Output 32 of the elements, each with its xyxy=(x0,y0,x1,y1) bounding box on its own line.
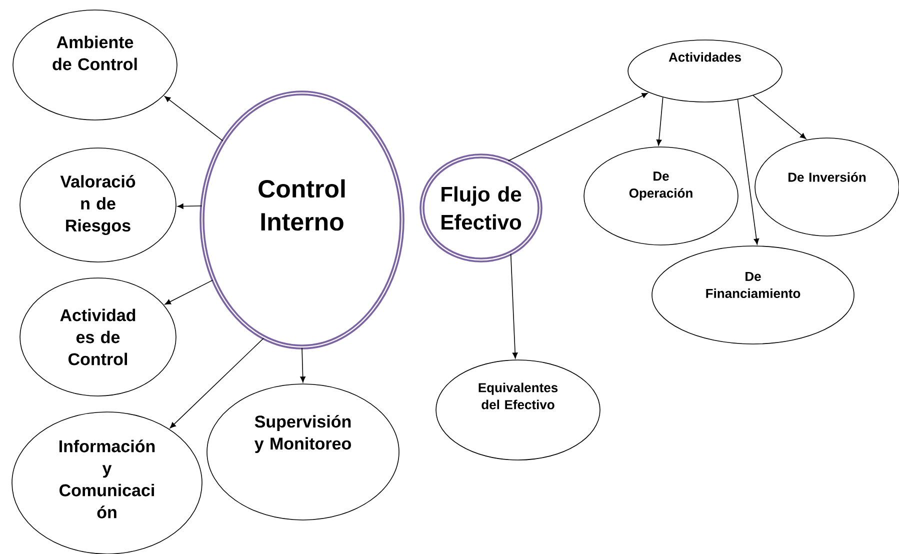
arrow xyxy=(510,253,518,359)
node-label: De Operación xyxy=(629,172,692,200)
ellipse xyxy=(652,246,854,344)
ellipse xyxy=(12,10,178,120)
ellipse xyxy=(436,360,600,460)
ellipse xyxy=(20,148,176,262)
arrow xyxy=(656,96,664,146)
node-label: Control Interno xyxy=(258,179,345,231)
ellipse xyxy=(584,146,738,246)
node-label: Valoració n de Riesgos xyxy=(60,174,136,236)
arrow xyxy=(752,95,806,140)
node-label: Actividades xyxy=(668,52,741,62)
node-label: Ambiente de Control xyxy=(52,36,137,70)
ellipse xyxy=(628,40,782,102)
node-label: Equivalentes del Efectivo xyxy=(478,382,558,410)
node-label: Información y Comunicaci ón xyxy=(60,440,155,518)
node-label: De Inversión xyxy=(788,172,866,182)
arrow xyxy=(177,204,202,209)
arrow xyxy=(164,96,224,142)
double-ellipse xyxy=(420,154,542,262)
ellipse xyxy=(206,384,400,520)
double-ellipse xyxy=(200,90,404,350)
node-label: De Financiamiento xyxy=(706,272,800,298)
arrow xyxy=(164,280,214,305)
node-label: Actividad es de Control xyxy=(60,308,136,366)
arrow xyxy=(170,338,264,428)
arrow xyxy=(508,92,648,162)
ellipse xyxy=(20,278,176,396)
arrow xyxy=(737,99,760,245)
arrow xyxy=(300,348,306,383)
node-label: Supervisión y Monitoreo xyxy=(254,415,351,453)
node-label: Flujo de Efectivo xyxy=(442,186,522,230)
